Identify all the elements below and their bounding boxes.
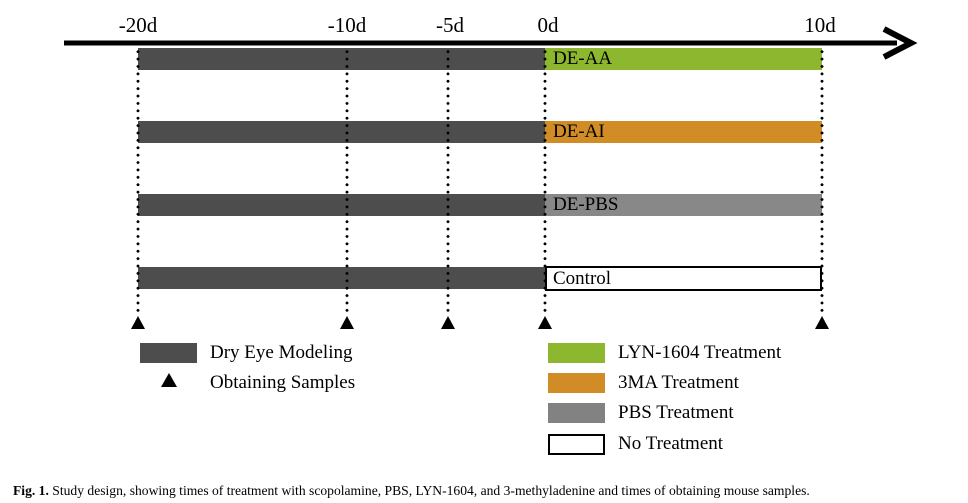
modeling-segment-de-pbs xyxy=(138,194,545,216)
legend-label-dry-eye-modeling: Dry Eye Modeling xyxy=(210,342,353,363)
legend-swatch-pbs xyxy=(548,403,605,423)
tick-label-0d: 0d xyxy=(537,13,559,37)
tick-label-minus10d: -10d xyxy=(327,13,367,37)
treatment-segment-de-ai: DE-AI xyxy=(545,121,822,143)
modeling-segment-de-ai xyxy=(138,121,545,143)
figure-caption-number: Fig. 1. xyxy=(13,482,49,498)
sampling-line-minus5d xyxy=(446,48,450,315)
tick-label-minus20d: -20d xyxy=(118,13,158,37)
modeling-segment-control xyxy=(138,267,545,289)
sample-triangle-minus5d xyxy=(441,316,455,329)
group-label-de-aa: DE-AA xyxy=(553,48,613,69)
group-label-control: Control xyxy=(553,267,612,289)
legend-label-3ma: 3MA Treatment xyxy=(618,372,739,393)
treatment-segment-control: Control xyxy=(545,266,822,291)
treatment-segment-de-pbs: DE-PBS xyxy=(545,194,822,216)
legend-label-no-treatment: No Treatment xyxy=(618,433,724,454)
legend-swatch-no-treatment xyxy=(548,434,605,455)
sampling-line-minus10d xyxy=(345,48,349,315)
legend-label-lyn1604: LYN-1604 Treatment xyxy=(618,342,782,363)
legend-triangle-icon xyxy=(161,373,177,387)
modeling-segment-de-aa xyxy=(138,48,545,70)
timeline-arrow xyxy=(64,26,918,60)
legend-label-pbs: PBS Treatment xyxy=(618,402,734,423)
sample-triangle-minus20d xyxy=(131,316,145,329)
legend-swatch-3ma xyxy=(548,373,605,393)
sample-triangle-0d xyxy=(538,316,552,329)
legend-swatch-lyn1604 xyxy=(548,343,605,363)
figure-caption: Fig. 1. Study design, showing times of t… xyxy=(13,482,961,500)
sampling-line-10d xyxy=(820,48,824,315)
treatment-segment-de-aa: DE-AA xyxy=(545,48,822,70)
figure-caption-text: Study design, showing times of treatment… xyxy=(52,482,810,498)
legend-label-obtaining-samples: Obtaining Samples xyxy=(210,372,356,393)
tick-label-minus5d: -5d xyxy=(436,13,464,37)
legend-swatch-dry-eye-modeling xyxy=(140,343,197,363)
sampling-line-minus20d xyxy=(136,48,140,315)
sample-triangle-10d xyxy=(815,316,829,329)
sampling-line-0d xyxy=(543,48,547,315)
sample-triangle-minus10d xyxy=(340,316,354,329)
tick-label-10d: 10d xyxy=(804,13,836,37)
group-label-de-ai: DE-AI xyxy=(553,121,605,142)
group-label-de-pbs: DE-PBS xyxy=(553,194,619,215)
